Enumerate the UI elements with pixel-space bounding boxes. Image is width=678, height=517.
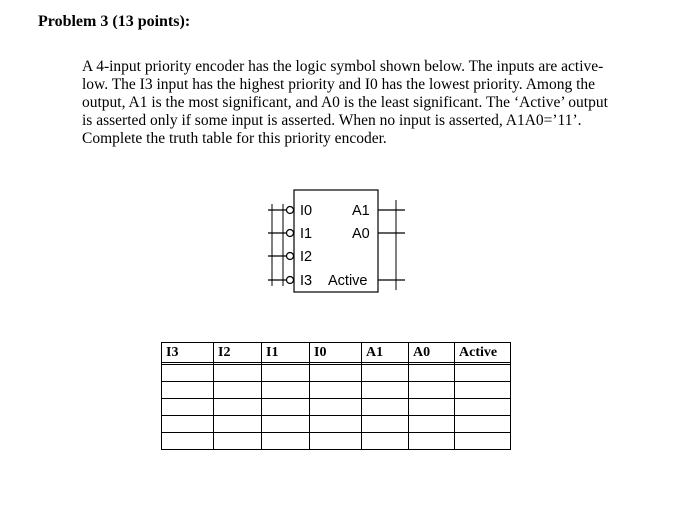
header-i3: I3 <box>161 342 214 363</box>
inversion-bubble-icon <box>285 275 295 285</box>
table-cell[interactable] <box>309 381 362 399</box>
table-row <box>161 415 511 433</box>
table-cell[interactable] <box>454 398 511 416</box>
table-cell[interactable] <box>361 432 409 450</box>
truth-table-header-row: I3 I2 I1 I0 A1 A0 Active <box>161 342 511 363</box>
problem-title: Problem 3 (13 points): <box>38 13 191 30</box>
output-label-a1: A1 <box>352 203 370 219</box>
table-cell[interactable] <box>213 398 262 416</box>
table-cell[interactable] <box>361 415 409 433</box>
table-row <box>161 398 511 416</box>
table-cell[interactable] <box>454 415 511 433</box>
header-i1: I1 <box>261 342 310 363</box>
table-cell[interactable] <box>213 415 262 433</box>
header-i2: I2 <box>213 342 262 363</box>
table-cell[interactable] <box>361 398 409 416</box>
output-label-active: Active <box>328 273 368 289</box>
inversion-bubble-icon <box>285 251 295 261</box>
table-cell[interactable] <box>361 381 409 399</box>
description-line: is asserted only if some input is assert… <box>82 112 582 129</box>
input-label-i2: I2 <box>300 249 312 265</box>
table-spacer-row <box>161 362 511 365</box>
description-line: low. The I3 input has the highest priori… <box>82 76 595 93</box>
description-line: output, A1 is the most significant, and … <box>82 94 608 111</box>
encoder-box <box>293 189 379 293</box>
table-cell[interactable] <box>408 432 455 450</box>
inversion-bubble-icon <box>285 228 295 238</box>
problem-description: A 4-input priority encoder has the logic… <box>82 58 642 148</box>
header-a1: A1 <box>361 342 409 363</box>
table-cell[interactable] <box>408 381 455 399</box>
table-cell[interactable] <box>161 364 214 382</box>
inversion-bubble-icon <box>285 205 295 215</box>
table-cell[interactable] <box>161 432 214 450</box>
input-label-i3: I3 <box>300 273 312 289</box>
table-cell[interactable] <box>309 415 362 433</box>
truth-table: I3 I2 I1 I0 A1 A0 Active <box>161 342 511 450</box>
input-label-i1: I1 <box>300 226 312 242</box>
table-cell[interactable] <box>408 364 455 382</box>
output-label-a0: A0 <box>352 226 370 242</box>
table-cell[interactable] <box>454 381 511 399</box>
table-cell[interactable] <box>213 364 262 382</box>
table-cell[interactable] <box>361 364 409 382</box>
table-cell[interactable] <box>408 398 455 416</box>
table-cell[interactable] <box>454 432 511 450</box>
table-cell[interactable] <box>213 381 262 399</box>
table-cell[interactable] <box>261 432 310 450</box>
table-row <box>161 432 511 450</box>
header-i0: I0 <box>309 342 362 363</box>
header-a0: A0 <box>408 342 455 363</box>
table-cell[interactable] <box>309 364 362 382</box>
table-cell[interactable] <box>261 364 310 382</box>
table-cell[interactable] <box>408 415 455 433</box>
table-cell[interactable] <box>261 398 310 416</box>
input-label-i0: I0 <box>300 203 312 219</box>
table-cell[interactable] <box>309 432 362 450</box>
table-cell[interactable] <box>213 432 262 450</box>
header-active: Active <box>454 342 511 363</box>
table-cell[interactable] <box>454 364 511 382</box>
table-cell[interactable] <box>161 415 214 433</box>
table-cell <box>454 362 511 365</box>
table-row <box>161 364 511 382</box>
table-cell[interactable] <box>309 398 362 416</box>
table-cell[interactable] <box>161 398 214 416</box>
description-line: A 4-input priority encoder has the logic… <box>82 58 604 75</box>
table-row <box>161 381 511 399</box>
table-cell[interactable] <box>261 381 310 399</box>
table-cell[interactable] <box>261 415 310 433</box>
description-line: Complete the truth table for this priori… <box>82 130 387 147</box>
table-cell[interactable] <box>161 381 214 399</box>
